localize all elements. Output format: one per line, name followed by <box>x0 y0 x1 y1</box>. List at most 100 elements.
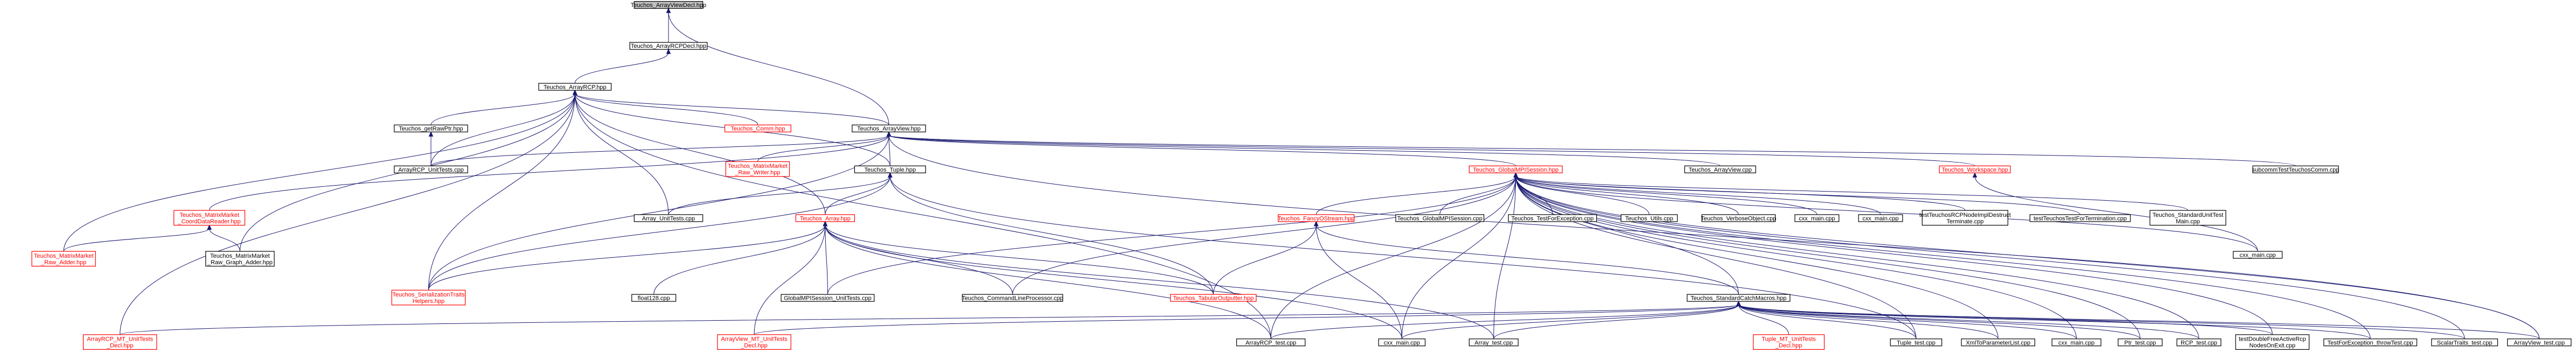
file-node-fancyostream[interactable]: Teuchos_FancyOStream.hpp <box>1278 214 1355 222</box>
file-node-label: Teuchos_FancyOStream.hpp <box>1278 215 1354 222</box>
file-node-testforexception-throwtest[interactable]: TestForException_throwTest.cpp <box>2323 338 2418 347</box>
file-node-box <box>394 124 468 132</box>
file-node-cxx-main-e[interactable]: cxx_main.cpp <box>2051 338 2101 347</box>
dependency-edge <box>1738 304 2540 340</box>
file-node-subcommtest[interactable]: subcommTestTeuchosComm.cpp <box>2252 165 2340 173</box>
file-node-globalmpisession-cpp[interactable]: Teuchos_GlobalMPISession.cpp <box>1395 214 1485 222</box>
file-node-box <box>1858 214 1903 222</box>
file-node-box <box>724 124 791 132</box>
file-node-tuple-test[interactable]: Tuple_test.cpp <box>1890 338 1943 347</box>
dependency-edge <box>1493 304 1739 339</box>
graph-edges <box>63 8 2540 340</box>
file-node-label: TestForException_throwTest.cpp <box>2328 340 2413 346</box>
dependency-edge <box>1270 304 1739 340</box>
file-node-arrayrcpdecl[interactable]: Teuchos_ArrayRCPDecl.hpp <box>629 42 708 50</box>
dependency-edge <box>1401 304 1739 339</box>
file-node-box <box>31 251 96 267</box>
file-node-arrayrcp-unittests[interactable]: ArrayRCP_UnitTests.cpp <box>394 165 468 173</box>
file-node-cxx-main-c[interactable]: cxx_main.cpp <box>2233 251 2283 259</box>
edge-arrowhead <box>888 172 893 178</box>
file-node-testforexception-cpp[interactable]: Teuchos_TestForException.cpp <box>1508 214 1597 222</box>
file-node-mm-rawadder[interactable]: Teuchos_MatrixMarket_Raw_Adder.hpp <box>31 251 96 267</box>
file-node-box <box>2149 210 2226 226</box>
file-node-array[interactable]: Teuchos_Array.hpp <box>795 214 855 222</box>
file-node-globalmpisession-hpp[interactable]: Teuchos_GlobalMPISession.hpp <box>1468 165 1563 173</box>
dependency-edge <box>428 176 890 291</box>
file-node-tuple[interactable]: Teuchos_Tuple.hpp <box>854 165 926 173</box>
file-node-tabularoutputter[interactable]: Teuchos_TabularOutputter.hpp <box>1170 294 1257 302</box>
file-node-arrayview-cpp[interactable]: Teuchos_ArrayView.cpp <box>1684 165 1756 173</box>
file-node-standardcatchmacros[interactable]: Teuchos_StandardCatchMacros.hpp <box>1687 294 1791 302</box>
file-node-label: cxx_main.cpp <box>1799 215 1835 222</box>
dependency-edge <box>1315 224 1402 339</box>
file-node-label: testTeuchosTestForTermination.cpp <box>2034 215 2127 222</box>
file-node-workspace[interactable]: Teuchos_Workspace.hpp <box>1939 165 2011 173</box>
dependency-edge <box>1738 304 1999 339</box>
file-node-label: cxx_main.cpp <box>2058 340 2094 346</box>
file-node-arrayview[interactable]: Teuchos_ArrayView.hpp <box>852 124 926 132</box>
file-node-testfortermination[interactable]: testTeuchosTestForTermination.cpp <box>2029 214 2131 222</box>
dependency-edge <box>574 93 758 125</box>
dependency-edge <box>63 228 210 252</box>
edge-arrowhead <box>207 224 212 230</box>
file-node-cxx-main-b[interactable]: cxx_main.cpp <box>1858 214 1903 222</box>
file-node-commandlineprocessor[interactable]: Teuchos_CommandLineProcessor.cpp <box>962 294 1063 302</box>
file-node-label: Tuple_MT_UnitTests <box>1762 336 1816 343</box>
file-node-arrayview-test[interactable]: ArrayView_test.cpp <box>2507 338 2572 347</box>
dependency-edge <box>757 135 889 162</box>
file-node-box <box>1395 214 1485 222</box>
file-node-label: Teuchos_MatrixMarket <box>728 163 788 170</box>
file-node-box <box>173 210 246 226</box>
file-node-arrayview-mt-unittests[interactable]: ArrayView_MT_UnitTests_Decl.hpp <box>717 334 791 350</box>
file-node-xmltoparameterlist[interactable]: XmlToParameterList.cpp <box>1961 338 2036 347</box>
file-node-array-test[interactable]: Array_test.cpp <box>1468 338 1519 347</box>
file-node-box <box>2176 338 2222 347</box>
file-node-box <box>1921 210 2009 226</box>
file-node-label: Teuchos_getRawPtr.hpp <box>399 126 463 132</box>
dependency-edge <box>827 176 1516 295</box>
file-node-mm-rawwriter[interactable]: Teuchos_MatrixMarket_Raw_Writer.hpp <box>725 161 790 177</box>
file-node-mm-coorddatareader[interactable]: Teuchos_MatrixMarket_CoordDataReader.hpp <box>173 210 246 226</box>
file-node-box <box>1701 214 1776 222</box>
file-node-box <box>781 294 875 302</box>
edge-arrowhead <box>1972 172 1978 178</box>
file-node-mm-rawgraphadder[interactable]: Teuchos_MatrixMarket_Raw_Graph_Adder.hpp <box>205 251 275 267</box>
file-node-testrcpnode[interactable]: testTeuchosRCPNodeImplDestructTerminate.… <box>1919 210 2011 226</box>
file-node-box <box>717 334 791 350</box>
file-node-cxx-main-a[interactable]: cxx_main.cpp <box>1794 214 1840 222</box>
dependency-edge <box>1515 176 1881 215</box>
file-node-rcp-test[interactable]: RCP_test.cpp <box>2176 338 2222 347</box>
file-node-ptr-test[interactable]: Ptr_test.cpp <box>2118 338 2163 347</box>
file-node-label: subcommTestTeuchosComm.cpp <box>2252 167 2340 173</box>
file-node-tuple-mt-unittests[interactable]: Tuple_MT_UnitTests_Decl.hpp <box>1753 334 1825 350</box>
file-node-label: testDoubleFreeActiveRcp <box>2239 336 2306 343</box>
dependency-edge <box>428 135 889 291</box>
file-node-utils-cpp[interactable]: Teuchos_Utils.cpp <box>1620 214 1678 222</box>
file-node-label: _Decl.hpp <box>1775 343 1802 349</box>
file-node-box <box>2029 214 2131 222</box>
file-node-getrawptr[interactable]: Teuchos_getRawPtr.hpp <box>394 124 468 132</box>
file-node-globalmpisession-unittests[interactable]: GlobalMPISession_UnitTests.cpp <box>781 294 875 302</box>
file-node-comm[interactable]: Teuchos_Comm.hpp <box>724 124 791 132</box>
file-node-arrayrcp-mt-unittests[interactable]: ArrayRCP_MT_UnitTests_Decl.hpp <box>82 334 157 350</box>
dependency-edge <box>888 135 1721 166</box>
dependency-edge <box>120 304 1739 335</box>
dependency-edge <box>120 93 575 335</box>
file-node-arrayrcp[interactable]: Teuchos_ArrayRCP.hpp <box>538 83 612 91</box>
file-node-verboseobject-cpp[interactable]: Teuchos_VerboseObject.cpp <box>1701 214 1776 222</box>
file-node-box <box>1794 214 1840 222</box>
file-node-box <box>633 1 704 9</box>
edge-arrowhead <box>666 8 671 13</box>
file-node-box <box>629 42 708 50</box>
dependency-edge <box>1515 176 2199 339</box>
file-node-cxx-main-d[interactable]: cxx_main.cpp <box>1378 338 1426 347</box>
file-node-box <box>1508 214 1597 222</box>
file-node-arrayrcp-test[interactable]: ArrayRCP_test.cpp <box>1236 338 1306 347</box>
graph-nodes: Teuchos_ArrayViewDecl.hppTeuchos_ArrayRC… <box>31 1 2572 350</box>
file-node-array-unittests[interactable]: Array_UnitTests.cpp <box>633 214 704 222</box>
file-node-scalartraits-test[interactable]: ScalarTraits_test.cpp <box>2431 338 2498 347</box>
file-node-float128[interactable]: float128.cpp <box>631 294 677 302</box>
